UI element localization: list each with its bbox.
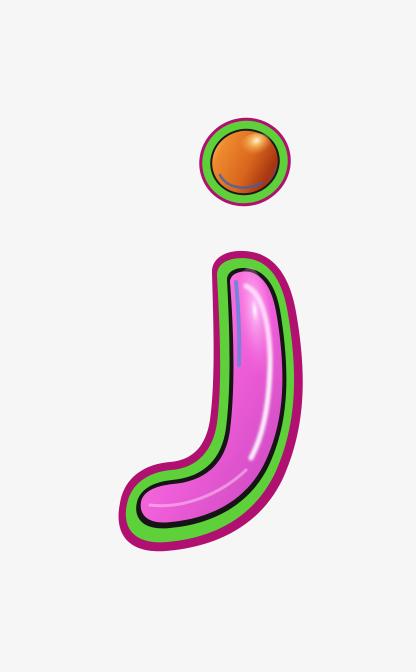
letter-stem bbox=[118, 250, 303, 552]
dot-blue-reflection bbox=[218, 173, 264, 189]
stem-soft-glow bbox=[235, 267, 275, 391]
dot-highlight bbox=[235, 133, 273, 165]
stem-blue-reflection bbox=[234, 280, 242, 367]
letter-dot bbox=[199, 117, 291, 207]
stem-lower-reflection bbox=[148, 468, 248, 508]
